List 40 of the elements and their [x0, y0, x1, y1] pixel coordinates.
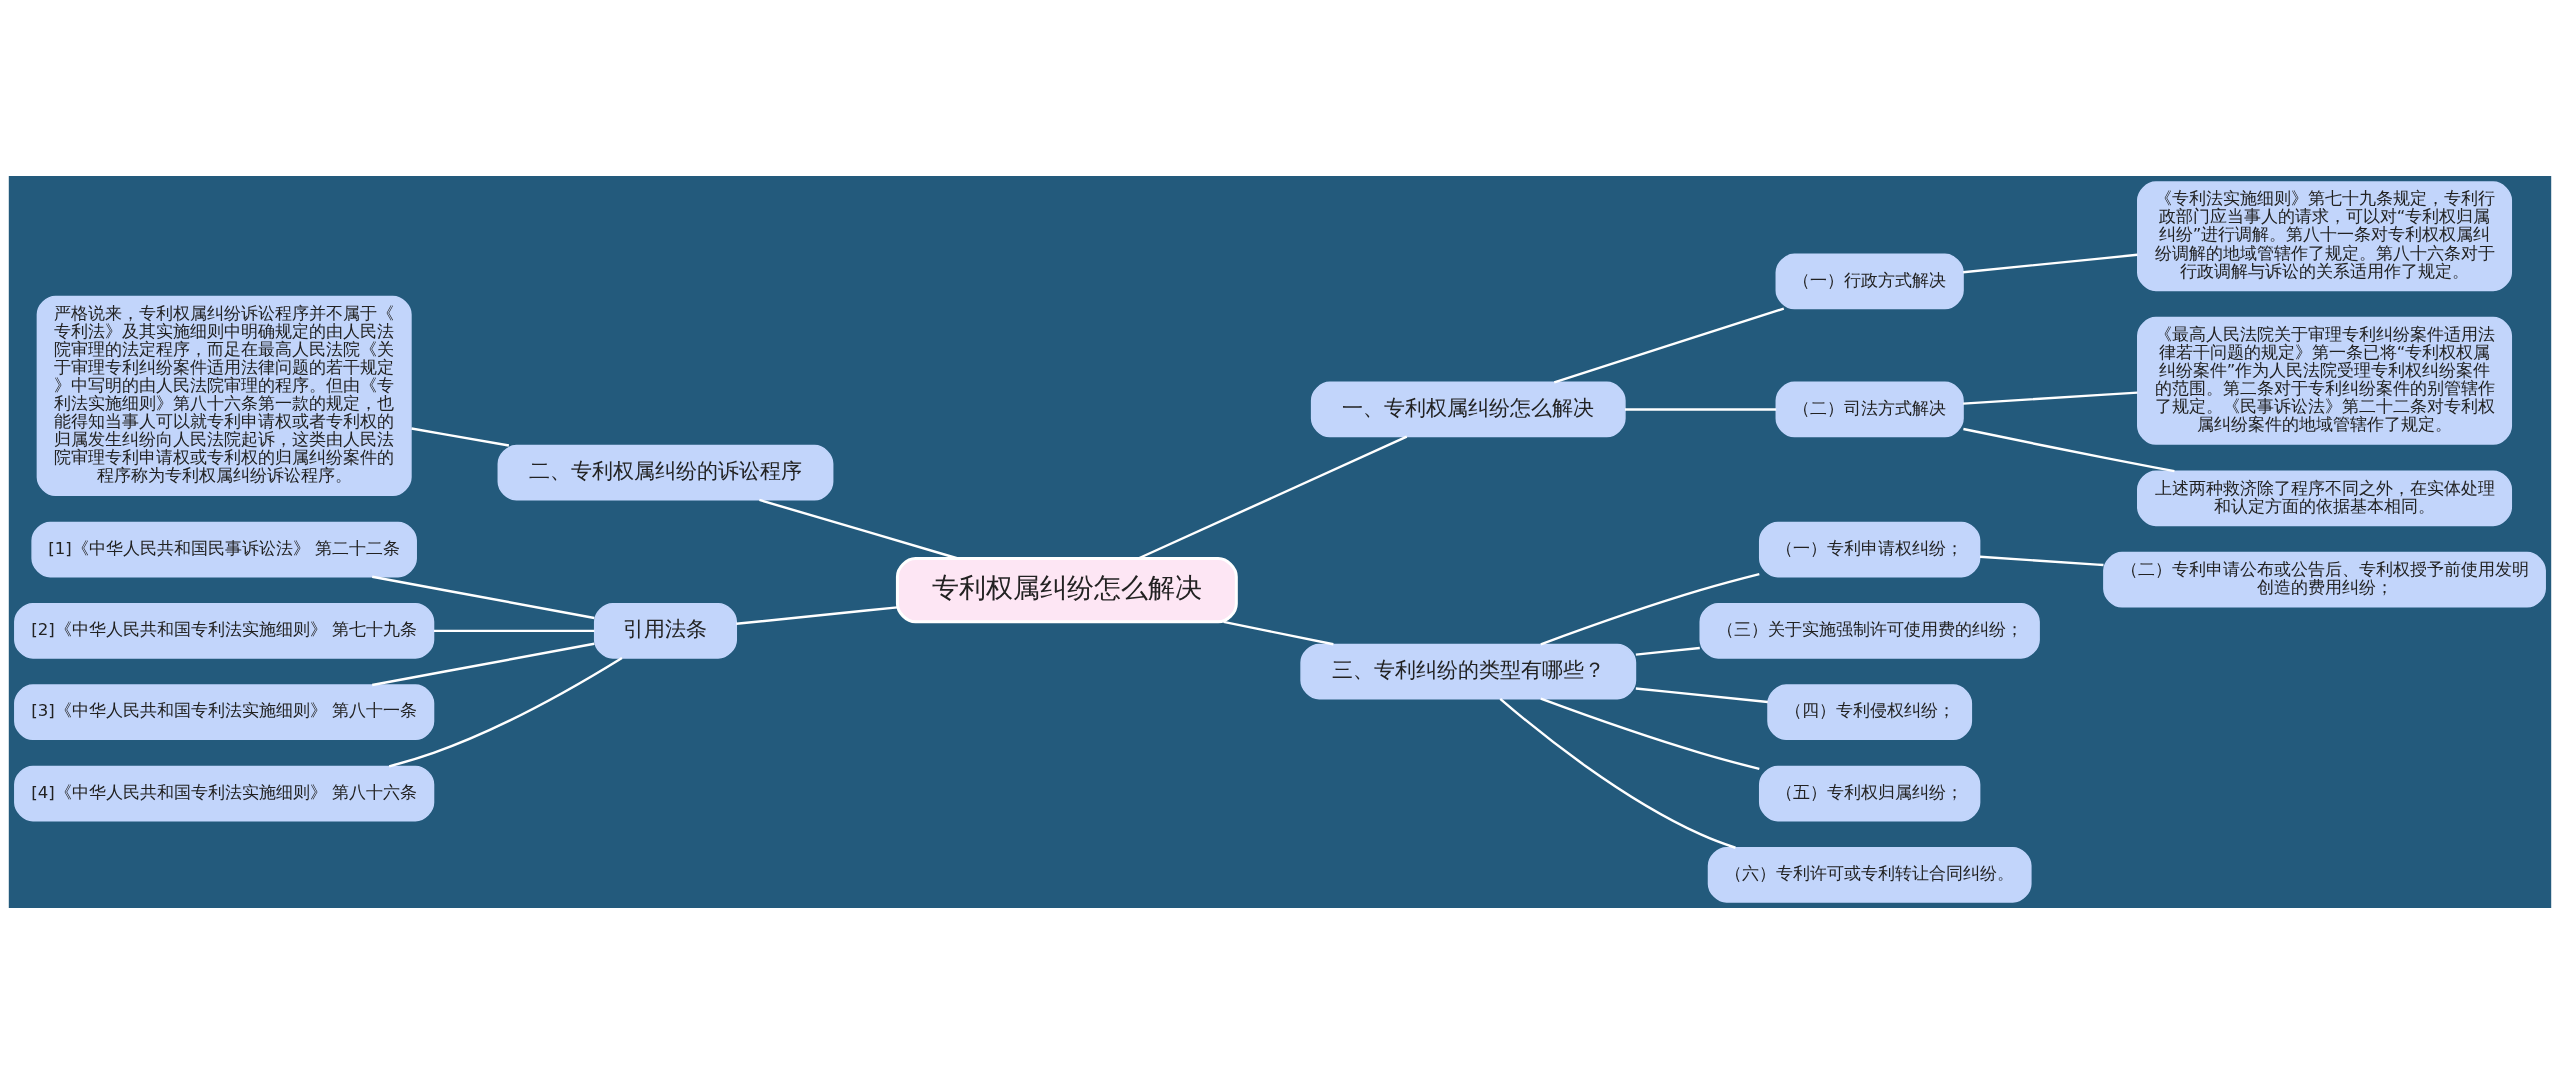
connector	[433, 629, 595, 632]
connector	[759, 498, 959, 560]
connector	[1963, 253, 2138, 273]
node-box: [4]《中华人民共和国专利法实施细则》 第八十六条	[14, 765, 435, 821]
connector	[1963, 427, 2175, 472]
node-box: 严格说来，专利权属纠纷诉讼程序并不属于《专利法》及其实施细则中明确规定的由人民法院审理的法定程序，而足在最高人民法院《关于审理专利纠纷案件适用法律问题的若干规定》中写明的由人民法院审理的程序。但由《专利法实施细则》第八十六条第一款的规定，也能得知当事人可以就专利申请权或者专利权的归属发生纠纷向人民法院起诉，这类由人民法院审理专利申请权或专利权的归属纠纷案件的程序称为专利权属纠纷诉讼程序。	[36, 295, 412, 496]
node-box: 《最高人民法院关于审理专利纠纷案件适用法律若干问题的规定》第一条已将“专利权权属纠纷案件”作为人民法院受理专利权纠纷案件的范围。第二条对于专利纠纷案件的别管辖作了规定。《民事诉讼法》第二十二条对专利权属纠纷案件的地域管辖作了规定。	[2137, 316, 2513, 445]
node-box: 引用法条	[593, 602, 738, 659]
connector	[1540, 572, 1760, 645]
connector	[1963, 390, 2138, 405]
connector	[1223, 620, 1334, 645]
node-box: [1]《中华人民共和国民事诉讼法》 第二十二条	[31, 521, 417, 577]
node-box: 二、专利权属纠纷的诉讼程序	[497, 444, 834, 501]
node-box: （二）司法方式解决	[1775, 381, 1964, 437]
node-box: 三、专利纠纷的类型有哪些？	[1300, 643, 1637, 699]
node-box: （三）关于实施强制许可使用费的纠纷；	[1699, 602, 2040, 659]
node-box: （一）专利申请权纠纷；	[1758, 521, 1981, 577]
connector	[1137, 435, 1408, 560]
connector	[1635, 686, 1768, 703]
connector	[1624, 407, 1777, 411]
connector	[1499, 697, 1736, 849]
node-box: 上述两种救济除了程序不同之外，在实体处理和认定方面的依据基本相同。	[2137, 469, 2513, 526]
connector	[1540, 697, 1760, 770]
connector	[411, 426, 510, 447]
node-box: （二）专利申请公布或公告后、专利权授予前使用发明创造的费用纠纷；	[2103, 551, 2546, 608]
node-box: （五）专利权归属纠纷；	[1758, 765, 1981, 821]
node-box: （六）专利许可或专利转让合同纠纷。	[1707, 846, 2032, 903]
node-box: 一、专利权属纠纷怎么解决	[1310, 381, 1626, 437]
connector	[372, 575, 595, 619]
node-box: 《专利法实施细则》第七十九条规定，专利行政部门应当事人的请求，可以对“专利权归属纠纷”进行调解。第八十一条对专利权权属纠纷调解的地域管辖作了规定。第八十六条对于行政调解与诉讼的关系适用作了规定。	[2137, 180, 2513, 291]
connector	[1979, 555, 2104, 566]
node-box: [2]《中华人民共和国专利法实施细则》 第七十九条	[14, 602, 435, 659]
connector	[1553, 306, 1785, 383]
node-box: [3]《中华人民共和国专利法实施细则》 第八十一条	[14, 683, 435, 740]
node-box: 专利权属纠纷怎么解决	[895, 556, 1238, 623]
connector	[1635, 646, 1700, 656]
node-box: （一）行政方式解决	[1775, 253, 1964, 309]
connector	[736, 605, 898, 625]
connector	[388, 656, 623, 767]
node-box: （四）专利侵权纠纷；	[1767, 683, 1973, 740]
